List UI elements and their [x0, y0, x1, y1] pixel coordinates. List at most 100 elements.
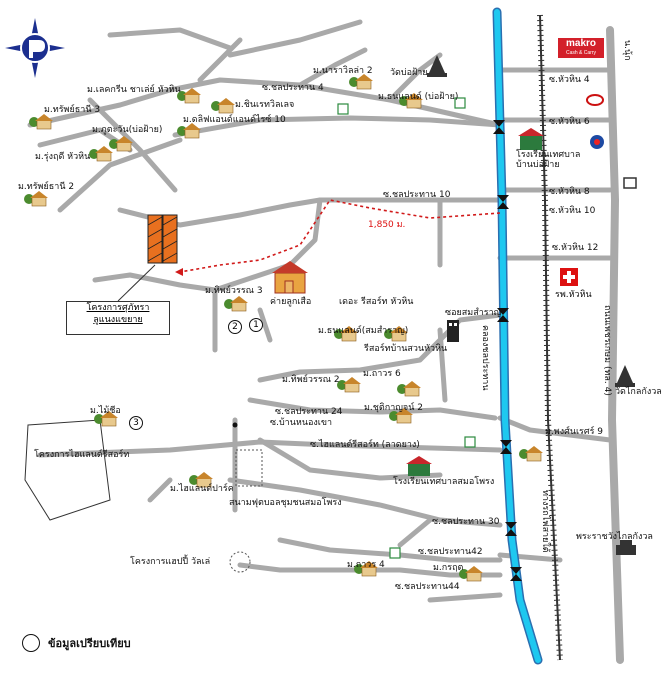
village-phukhawan: ม.ภูตะวัน(บ่อฝ้าย)	[92, 125, 163, 135]
house-icon	[519, 446, 543, 462]
railway-label: ทางรถไฟสายใต้	[540, 490, 550, 553]
compass-logo-icon	[5, 18, 65, 78]
village-thipwarin-3: ม.ทิพย์วรรณ 3	[205, 286, 263, 296]
palace-icon	[616, 540, 636, 555]
house-icon	[224, 296, 248, 312]
nongkhao-dot	[232, 422, 238, 428]
railway	[537, 14, 563, 661]
road-huahin-4: ซ.หัวหิน 4	[549, 75, 590, 85]
house-icon	[384, 326, 408, 342]
house-icon	[334, 326, 358, 342]
route-arrow-icon	[175, 268, 183, 276]
wat-bofai: วัดบ่อฝ้าย	[390, 68, 428, 78]
house-icon	[24, 74, 543, 582]
house-icon	[109, 136, 133, 152]
road-huahin-10: ซ.หัวหิน 10	[549, 206, 596, 216]
village-thipwarin-2: ม.ทิพย์วรรณ 2	[282, 375, 340, 385]
house-icon	[29, 114, 53, 130]
hiland-project: โครงการไฮแลนด์รีสอร์ท	[34, 450, 130, 460]
village-lifestyle: ม.ดลิฟแอนด์แอนด์ไรซ์ 10	[183, 115, 286, 125]
hospital-icon	[560, 268, 578, 286]
village-thanaland-bofai: ม.ธนแลนด์ (บ่อฝ้าย)	[378, 92, 459, 102]
house-icon	[337, 377, 361, 393]
convenience-store-icon	[337, 97, 476, 559]
village-chinnaset: ม.ชินเรทวิลเลจ	[235, 100, 295, 110]
project-box[interactable]: โครงการศุภัทรา ลูแนงแขยาย	[66, 301, 170, 335]
road-huahin-12: ซ.หัวหิน 12	[552, 243, 599, 253]
hospital-label: รพ.หัวหิน	[555, 290, 592, 300]
road-chonprathan-42: ซ.ชลประทาน42	[418, 547, 483, 557]
football-field	[235, 449, 263, 487]
village-sanphet-3: ม.ทรัพย์ธานี 3	[44, 105, 101, 115]
house-icon	[89, 146, 113, 162]
canal-label: คลองชลประทาน	[480, 325, 490, 391]
house-icon	[389, 408, 413, 424]
north-label: น.นุ้ก	[622, 40, 632, 61]
resort-icon	[447, 320, 459, 342]
road-chonprathan-44: ซ.ชลประทาน44	[395, 582, 460, 592]
house-icon	[177, 123, 201, 139]
marker-1: 1	[249, 318, 263, 332]
resort-ban-suan: รีสอร์ทบ้านสวนหัวหิน	[364, 344, 448, 354]
village-lake-green: ม.เลคกรีน ชาเล่ย์ หัวหิน	[87, 85, 181, 95]
route-line	[179, 199, 501, 273]
wat-klaikangwon: วัดไกลกังวล	[615, 387, 662, 397]
house-icon	[399, 93, 423, 109]
petchkasem-label: ถนนเพชรเกษม (ทล. 4)	[602, 305, 612, 396]
project-sub: ลูแนงแขยาย	[93, 315, 143, 325]
legend-circle-icon	[22, 634, 40, 652]
house-icon	[349, 74, 373, 90]
camp-icon	[272, 261, 308, 294]
village-thavorn-4: ม.ถาวร 4	[347, 560, 385, 570]
toyota-icon	[586, 94, 604, 106]
road-chonprathan-4: ซ.ชลประทาน 4	[262, 83, 324, 93]
village-korarit: ม.กรฤต	[433, 563, 464, 573]
house-icon	[177, 88, 201, 104]
road-huahin-8: ซ.หัวหิน 8	[549, 187, 590, 197]
palace-label: พระราชวังไกลกังวล	[576, 532, 653, 542]
marker-3: 3	[129, 416, 143, 430]
village-chutikarn-2: ม.ชุติกาญจน์ 2	[364, 403, 423, 413]
market-icon	[623, 177, 637, 189]
legend-text: ข้อมูลเปรียบเทียบ	[48, 637, 131, 650]
distance-label: 1,850 ม.	[368, 220, 406, 230]
house-icon	[211, 98, 235, 114]
village-thavorn-6: ม.ถาวร 6	[363, 369, 401, 379]
marker-2: 2	[228, 320, 242, 334]
football-field-label: สนามฟุตบอลชุมชนสมอโพรง	[229, 498, 342, 508]
intersection-icon	[493, 120, 522, 581]
village-rungrudee: ม.รุ่งฤดี หัวหิน	[35, 152, 91, 162]
ptt-icon	[590, 135, 604, 149]
petchkasem-road	[606, 26, 624, 664]
village-thanaland-somsamran: ม.ธนแลนด์(สมสำราญ)	[318, 326, 409, 336]
hiland-area	[24, 419, 111, 521]
camp-label: ค่ายลูกเสือ	[270, 297, 312, 307]
house-icon	[189, 472, 213, 488]
road-hiland: ซ.ไฮแลนด์รีสอร์ท (ลาดยาง)	[310, 440, 420, 450]
road-chonprathan-24: ซ.ชลประทาน 24	[275, 407, 343, 417]
school-icon	[406, 128, 544, 476]
road-phongsanit-9: ม.พงศ์นเรศร์ 9	[545, 427, 604, 437]
the-resort-label: เดอะ รีสอร์ท หัวหิน	[339, 297, 414, 307]
village-sanphet-2: ม.ทรัพย์ธานี 2	[18, 182, 75, 192]
school-samoprong: โรงเรียนเทศบาลสมอโพรง	[393, 477, 495, 487]
happy-valley-marker	[229, 551, 251, 573]
project-name: โครงการศุภัทรา	[86, 303, 150, 313]
house-icon	[354, 561, 378, 577]
village-nara: ม.นาราวิลล่า 2	[313, 66, 373, 76]
road-ban-nongkhao: ซ.บ้านหนองเขา	[270, 418, 333, 428]
school-bofai: โรงเรียนเทศบาลบ้านบ่อฝ้าย	[516, 150, 581, 170]
canal-water	[494, 9, 541, 663]
project-building-icon	[147, 214, 178, 264]
makro-sub: Cash & Carry	[565, 50, 596, 56]
road-huahin-6: ซ.หัวหิน 6	[549, 117, 590, 127]
soi-lamsamran: ซอยสมสำราญ	[445, 308, 502, 318]
house-icon	[397, 381, 421, 397]
house-icon	[94, 411, 118, 427]
makro-brand: makro	[565, 38, 596, 49]
road-chonprathan-10: ซ.ชลประทาน 10	[383, 190, 451, 200]
house-icon	[459, 566, 483, 582]
road-chonprathan-30: ซ.ชลประทาน 30	[432, 517, 500, 527]
